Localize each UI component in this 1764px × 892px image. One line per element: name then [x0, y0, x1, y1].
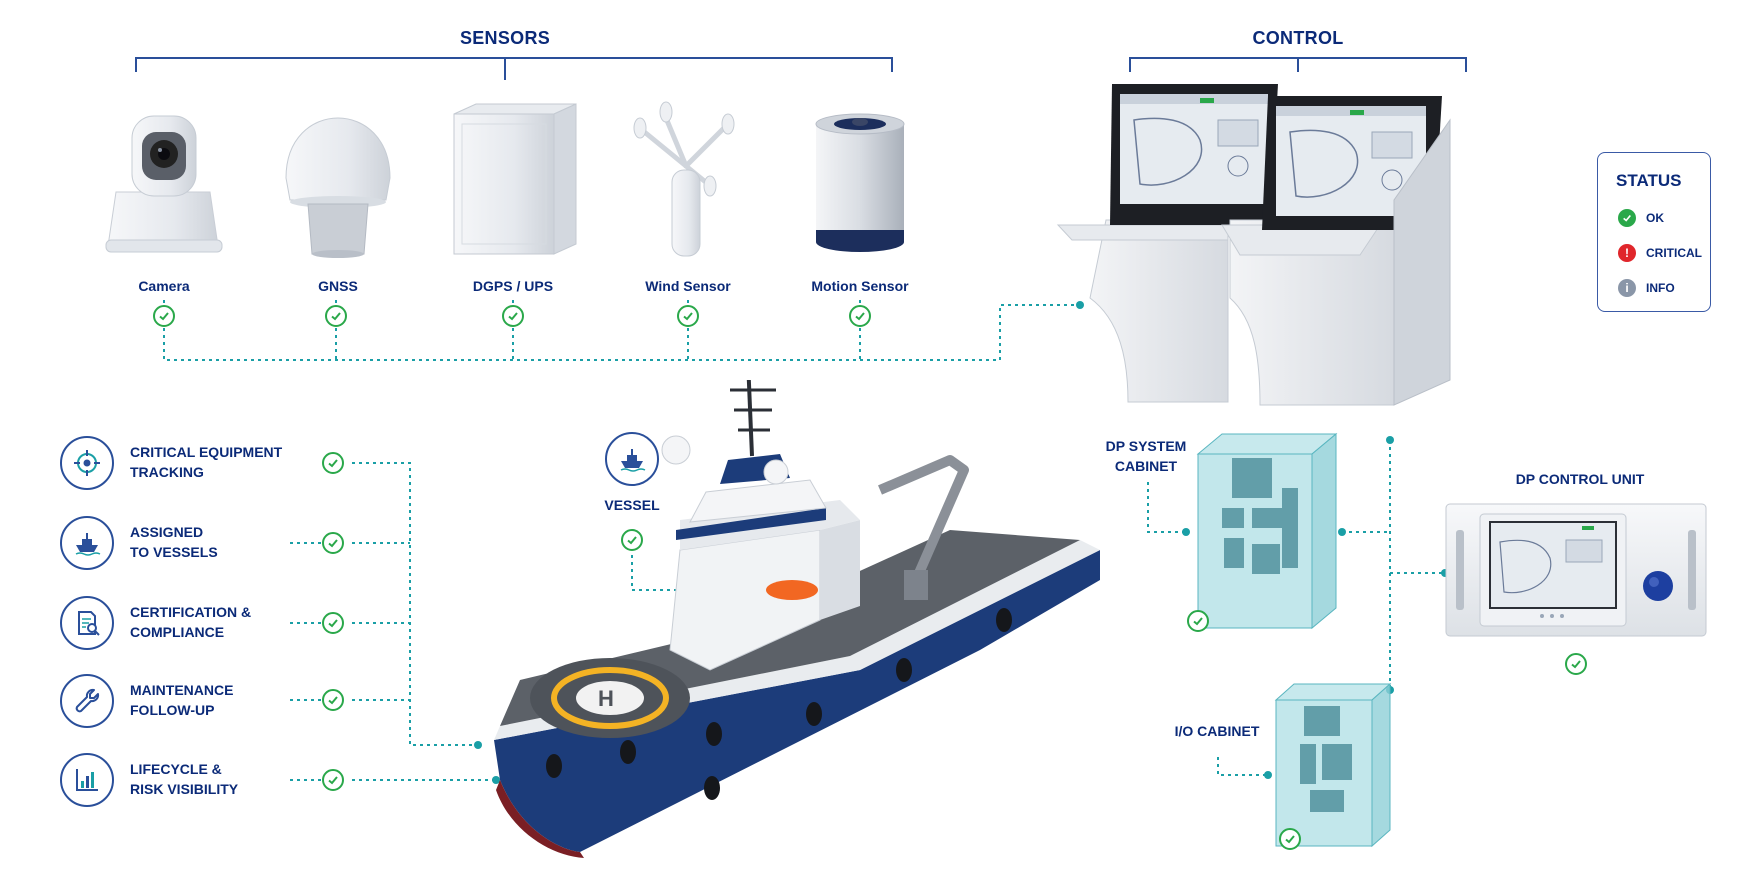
io-cabinet [1274, 682, 1392, 848]
check-icon [1618, 209, 1636, 227]
ship-icon [605, 432, 659, 486]
check-icon [677, 305, 699, 327]
check-icon [1565, 653, 1587, 675]
check-icon [849, 305, 871, 327]
legend-label-ok: OK [1646, 211, 1664, 225]
check-icon [1279, 828, 1301, 850]
ship-icon [60, 516, 114, 570]
vessel-illustration: H [494, 380, 1100, 858]
legend-row-critical: ! CRITICAL [1618, 244, 1702, 262]
check-icon [322, 532, 344, 554]
check-icon [153, 305, 175, 327]
dp-control-unit [1445, 503, 1707, 637]
legend-row-info: i INFO [1618, 279, 1675, 297]
dp-system-cabinet [1196, 432, 1338, 630]
feature-lifecycle: LIFECYCLE &RISK VISIBILITY [130, 761, 239, 797]
io-cabinet-label: I/O CABINET [1174, 723, 1260, 739]
exclamation-icon: ! [1618, 244, 1636, 262]
legend-row-ok: OK [1618, 209, 1664, 227]
sensor-label-gnss: GNSS [318, 278, 358, 294]
camera-device [105, 115, 223, 253]
check-icon [1187, 610, 1209, 632]
sensor-label-motion: Motion Sensor [811, 278, 909, 294]
status-legend: STATUS OK ! CRITICAL i INFO [1597, 152, 1711, 312]
info-icon: i [1618, 279, 1636, 297]
control-consoles [1056, 84, 1451, 406]
check-icon [325, 305, 347, 327]
check-icon [502, 305, 524, 327]
wind-sensor [633, 101, 735, 257]
wrench-icon [60, 674, 114, 728]
sensor-label-wind: Wind Sensor [645, 278, 731, 294]
motion-sensor [815, 113, 905, 252]
feature-certification: CERTIFICATION &COMPLIANCE [130, 604, 252, 640]
target-icon [60, 436, 114, 490]
sensor-label-camera: Camera [138, 278, 190, 294]
check-icon [322, 612, 344, 634]
svg-text:H: H [598, 686, 614, 711]
gnss-antenna [285, 117, 391, 258]
bar-chart-icon [60, 753, 114, 807]
check-icon [322, 452, 344, 474]
vessel-label: VESSEL [604, 497, 660, 513]
check-icon [621, 529, 643, 551]
legend-label-info: INFO [1646, 281, 1675, 295]
control-title: CONTROL [1252, 28, 1344, 48]
sensor-label-dgps: DGPS / UPS [472, 278, 554, 294]
dp-control-unit-label: DP CONTROL UNIT [1515, 471, 1645, 487]
check-icon [322, 769, 344, 791]
legend-label-critical: CRITICAL [1646, 246, 1702, 260]
check-icon [322, 689, 344, 711]
status-legend-title: STATUS [1616, 171, 1682, 190]
sensors-title: SENSORS [459, 28, 551, 48]
dgps-ups-cabinet [453, 103, 577, 255]
document-search-icon [60, 596, 114, 650]
